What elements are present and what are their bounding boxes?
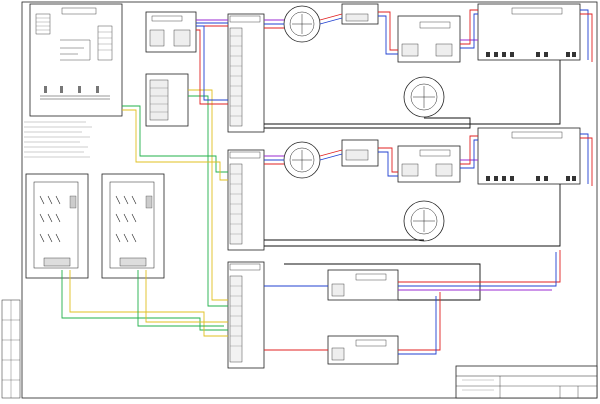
main-controller-block: [29, 3, 123, 117]
wiring: [61, 9, 593, 355]
control-unit-top: [397, 15, 461, 63]
output-module-b: [327, 335, 399, 365]
terminal-strip-1: [227, 13, 265, 133]
smoke-detector-icon: [283, 141, 321, 179]
actuator-panel-top: [477, 3, 581, 61]
title-block: [455, 365, 598, 399]
smoke-detector-icon: [403, 200, 445, 242]
relay-box-1: [341, 3, 379, 25]
terminal-strip-2: [227, 149, 265, 251]
terminal-strip-3: [227, 261, 265, 369]
output-module-a: [327, 269, 399, 301]
legend-notes: [24, 121, 92, 158]
interface-module-top: [145, 11, 197, 53]
power-supply-module: [145, 73, 189, 127]
relay-box-2: [341, 139, 379, 167]
control-unit-mid: [397, 145, 461, 183]
smoke-detector-icon: [403, 76, 445, 118]
actuator-panel-mid: [477, 127, 581, 185]
smoke-detector-icon: [283, 5, 321, 43]
breaker-panel-left: [25, 173, 89, 279]
breaker-panel-right: [101, 173, 165, 279]
